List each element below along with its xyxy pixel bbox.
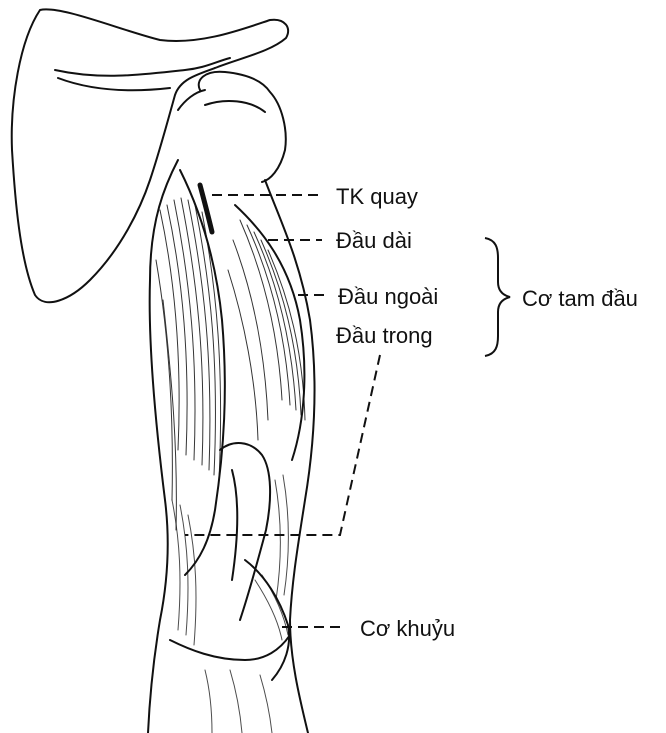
humeral-head-inner — [205, 101, 265, 112]
arm-outline-left — [148, 160, 178, 733]
label-dau-ngoai: Đầu ngoài — [338, 286, 438, 308]
humeral-head — [199, 72, 286, 182]
anconeus-outline — [245, 560, 289, 680]
label-co-khuyu: Cơ khuỷu — [360, 618, 455, 640]
elbow-curve — [170, 635, 290, 660]
label-co-tam-dau: Cơ tam đầu — [522, 288, 638, 310]
triceps-brace — [485, 238, 510, 356]
triceps-tendon — [220, 443, 270, 620]
tendon-inner — [232, 470, 237, 580]
label-dau-trong: Đầu trong — [336, 325, 433, 347]
lateral-head-outline — [235, 205, 304, 460]
label-dau-dai: Đầu dài — [336, 230, 412, 252]
arm-outline-right — [265, 180, 315, 733]
shoulder-curve — [178, 90, 205, 110]
leader-dau-trong — [185, 355, 380, 535]
label-tk-quay: TK quay — [336, 186, 418, 208]
scapula-spine-lower — [58, 78, 170, 90]
